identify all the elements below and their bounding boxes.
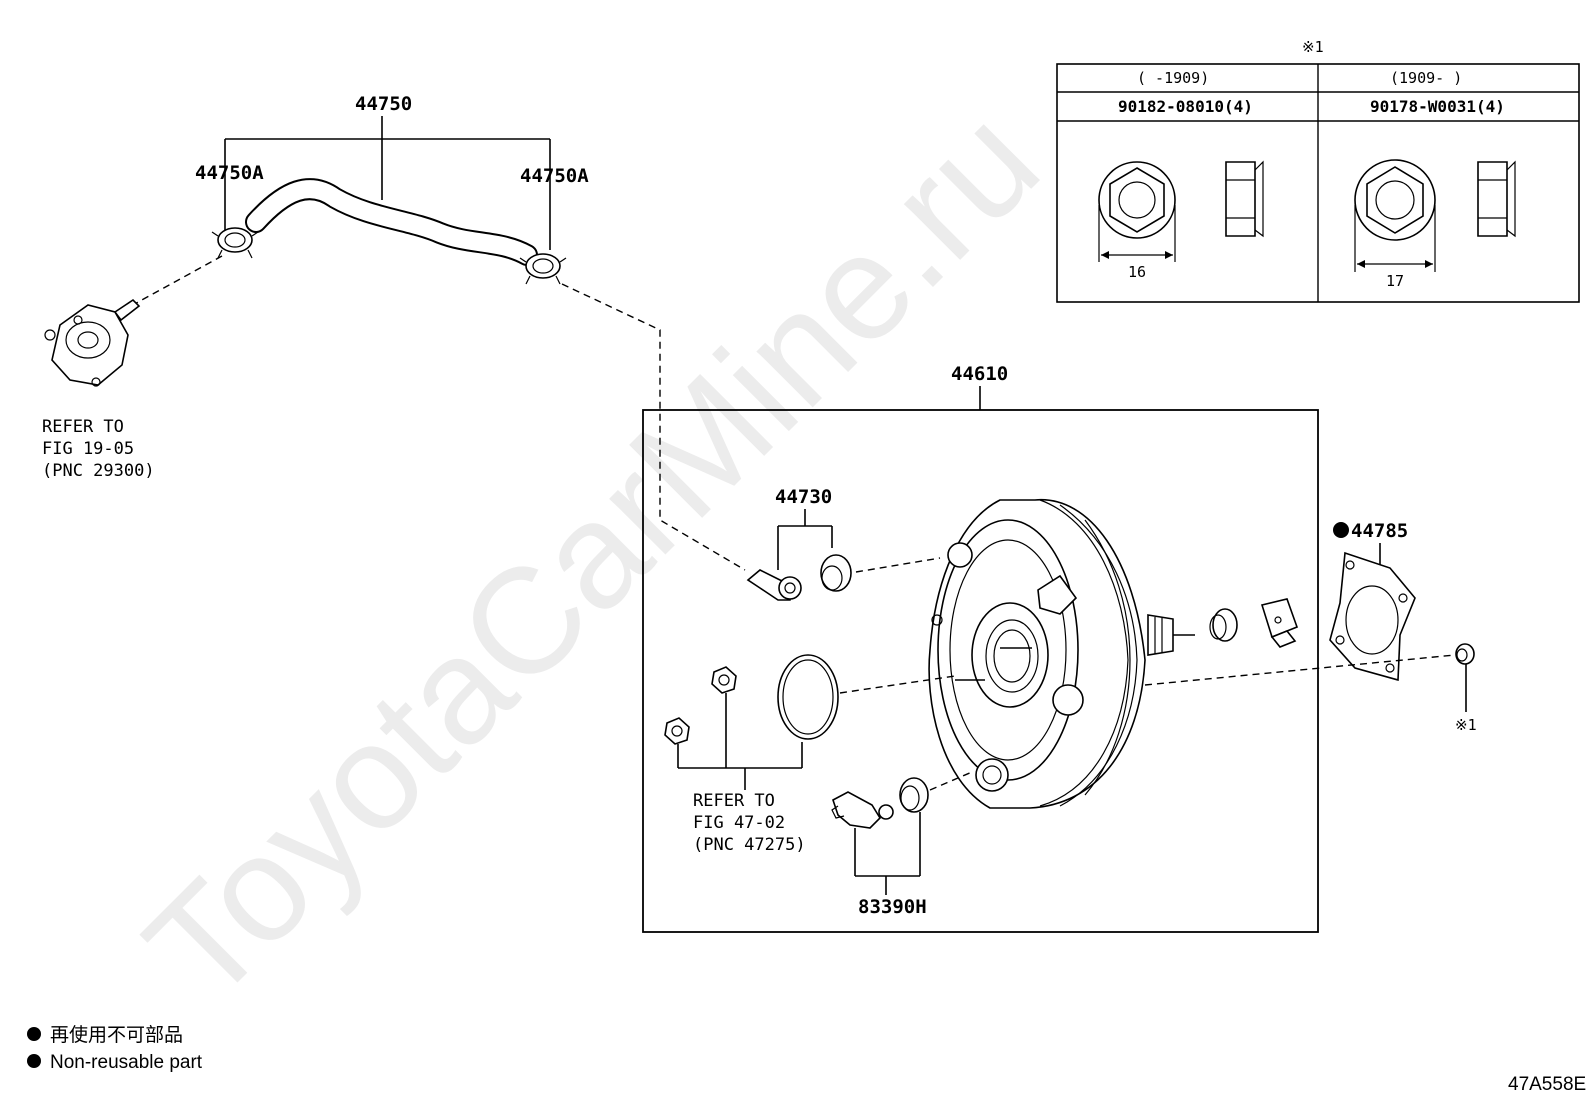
table-col2-part: 90178-W0031(4) — [1370, 97, 1505, 116]
sensor-grommet — [899, 777, 929, 813]
legend-dot-jp — [27, 1027, 41, 1041]
table-mark: ※1 — [1302, 38, 1324, 56]
label-44750A-left: 44750A — [195, 162, 264, 184]
flange-nut-17-icon: 17 — [1354, 159, 1516, 290]
nut1-dim: 16 — [1128, 263, 1146, 281]
gasket — [1329, 551, 1416, 682]
booster-assembly-frame — [642, 409, 1319, 933]
label-83390H: 83390H — [858, 896, 927, 918]
legend-dot-en — [27, 1054, 41, 1068]
nut-lower — [664, 717, 690, 745]
grommet — [820, 554, 852, 592]
label-44750: 44750 — [355, 93, 412, 115]
figure-code: 47A558E — [1508, 1074, 1586, 1095]
label-44750A-right: 44750A — [520, 165, 589, 187]
label-44610: 44610 — [951, 363, 1008, 385]
legend: 再使用不可部品 Non-reusable part — [27, 1024, 203, 1073]
hose-clamp-left — [211, 227, 259, 259]
nut-upper — [711, 666, 737, 694]
clevis — [1260, 598, 1299, 648]
pushrod — [1147, 614, 1195, 656]
nut-callout-mark: ※1 — [1455, 716, 1477, 734]
check-valve — [746, 569, 802, 601]
legend-en: Non-reusable part — [50, 1052, 203, 1073]
legend-jp: 再使用不可部品 — [50, 1024, 183, 1046]
nut-table: ※1 ( -1909) (1909- ) 90182-08010(4) 9017… — [1056, 38, 1580, 303]
o-ring — [777, 654, 839, 740]
ref-vacuum-pump-line1: REFER TO — [42, 417, 124, 437]
ref-master-cyl-line3: (PNC 47275) — [693, 835, 806, 855]
ref-vacuum-pump-line3: (PNC 29300) — [42, 461, 155, 481]
table-col1-part: 90182-08010(4) — [1118, 97, 1253, 116]
vacuum-pump — [44, 298, 141, 387]
hose-clamp-right — [519, 253, 567, 285]
table-col2-range: (1909- ) — [1390, 69, 1462, 87]
hose-assembly: 44750 44750A 44750A — [119, 93, 746, 571]
label-44730: 44730 — [775, 486, 832, 508]
ref-master-cyl-line1: REFER TO — [693, 791, 775, 811]
vacuum-sensor — [831, 791, 894, 829]
mounting-nut — [1455, 643, 1475, 665]
ref-vacuum-pump-line2: FIG 19-05 — [42, 439, 134, 459]
nut2-dim: 17 — [1386, 272, 1404, 290]
ref-master-cyl-line2: FIG 47-02 — [693, 813, 785, 833]
brake-booster — [928, 499, 1146, 809]
flange-nut-16-icon: 16 — [1098, 160, 1264, 281]
non-reusable-mark — [1333, 522, 1349, 538]
spacer — [1209, 608, 1238, 642]
table-col1-range: ( -1909) — [1137, 69, 1209, 87]
label-44785: 44785 — [1351, 520, 1408, 542]
